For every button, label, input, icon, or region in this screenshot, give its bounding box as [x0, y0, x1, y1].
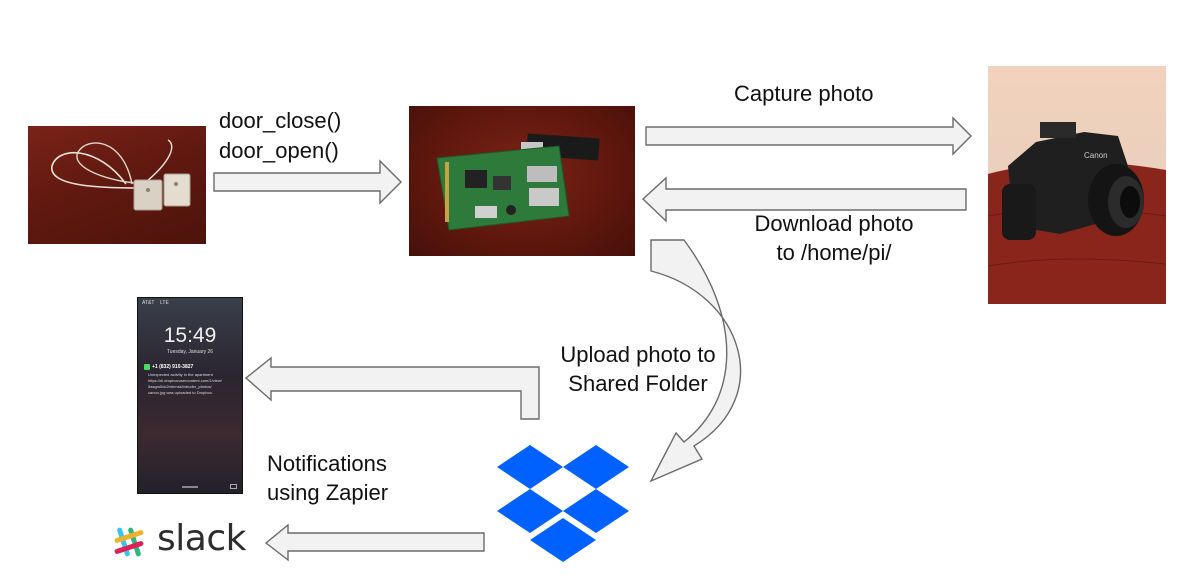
arrow-pi-to-camera	[645, 116, 972, 156]
dropbox-logo-shapes	[497, 445, 629, 562]
raspberry-pi-photo	[409, 106, 635, 256]
notification-line-4: canon.jpg was uploaded to Dropbox.	[148, 390, 213, 395]
phone-date: Tuesday, January 26	[166, 349, 214, 355]
label-download-photo-2: to /home/pi/	[776, 240, 892, 265]
label-upload-photo-2: Shared Folder	[568, 371, 708, 396]
phone-notification-screenshot: AT&T LTE 15:49 Tuesday, January 26 +1 (8…	[137, 297, 243, 494]
slack-logo: slack	[111, 518, 246, 563]
label-door-open: door_open()	[219, 138, 339, 163]
label-notifications-1: Notifications	[267, 451, 387, 476]
label-upload-photo-1: Upload photo to	[560, 342, 716, 367]
message-icon	[144, 364, 150, 370]
home-indicator	[182, 486, 198, 488]
door-sensor-photo	[28, 126, 206, 244]
phone-time: 15:49	[163, 324, 217, 347]
label-capture-photo: Capture photo	[734, 81, 874, 106]
arrow-dropbox-to-phone	[244, 356, 540, 420]
label-notifications-2: using Zapier	[267, 480, 389, 505]
notification-line-2: https://dl.dropboxusercontent.com/1/view…	[148, 378, 222, 383]
slack-hash-icon	[114, 527, 144, 557]
camera-drawing: Canon	[988, 122, 1166, 304]
canon-camera-photo: Canon	[988, 66, 1166, 304]
phone-network: LTE	[160, 300, 169, 306]
arrow-sensor-to-pi	[213, 159, 402, 205]
slack-wordmark: slack	[157, 518, 246, 559]
svg-text:Canon: Canon	[1084, 151, 1108, 160]
camera-icon	[230, 484, 237, 489]
label-download-photo-1: Download photo	[754, 211, 914, 236]
notification-line-1: Unexpected activity in the apartment	[148, 372, 213, 377]
door-sensor-drawing	[51, 139, 191, 211]
dropbox-logo	[497, 445, 629, 562]
notification-sender: +1 (832) 910-3827	[152, 364, 194, 370]
arrow-dropbox-to-slack	[264, 523, 485, 562]
raspberry-pi-drawing	[436, 133, 600, 231]
notification-line-3: 5asgm5dc2mhmsk/intruder_photos/	[148, 384, 212, 389]
arrow-pi-to-dropbox	[649, 239, 742, 483]
arrow-camera-to-pi	[641, 176, 967, 223]
phone-carrier: AT&T	[142, 300, 155, 306]
label-door-close: door_close()	[219, 108, 342, 133]
